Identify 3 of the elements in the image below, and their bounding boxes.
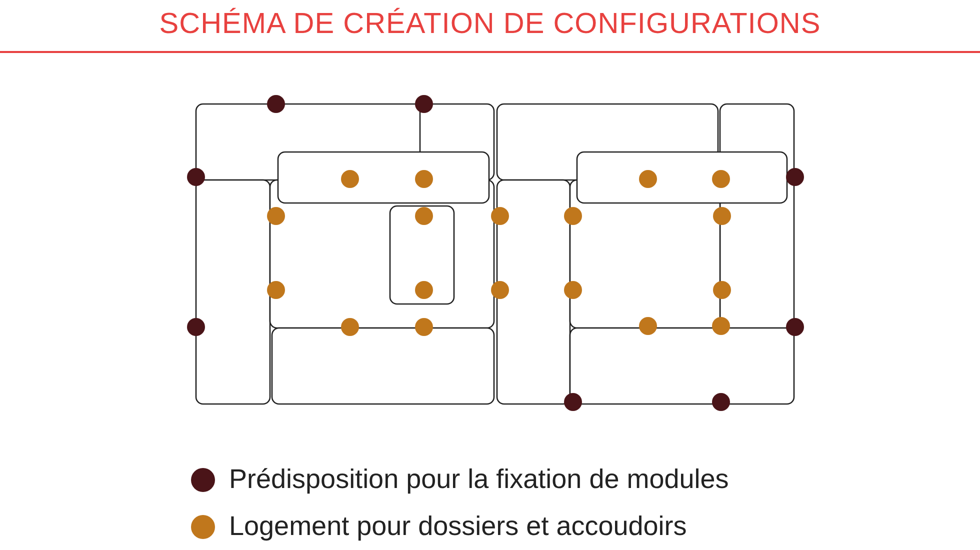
- legend-label: Prédisposition pour la fixation de modules: [229, 464, 729, 495]
- diagram-title: SCHÉMA DE CRÉATION DE CONFIGURATIONS: [158, 8, 822, 41]
- legend-label: Logement pour dossiers et accoudoirs: [229, 511, 687, 542]
